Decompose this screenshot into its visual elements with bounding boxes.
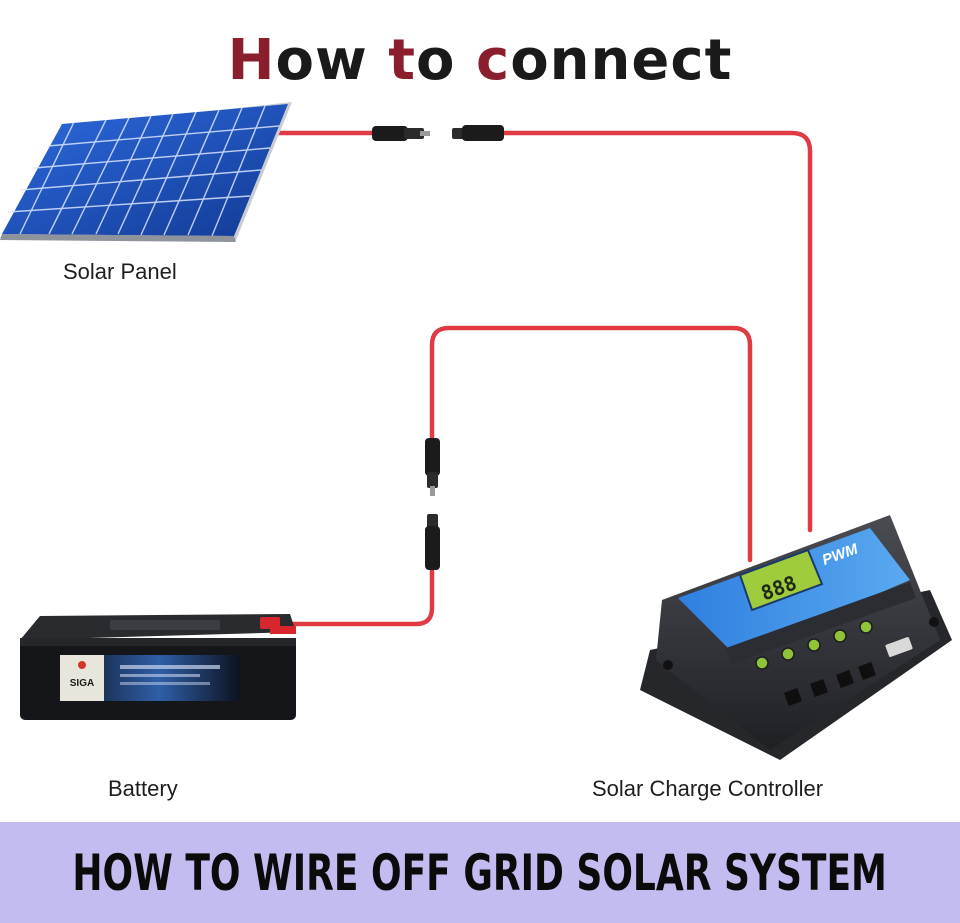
solar-panel-label: Solar Panel xyxy=(63,259,177,284)
charge-controller-icon: 888 PWM xyxy=(640,515,952,760)
battery-label: Battery xyxy=(108,776,178,801)
charge-controller-label: Solar Charge Controller xyxy=(592,776,824,801)
title-accent-letter: c xyxy=(475,28,511,93)
banner-text: HOW TO WIRE OFF GRID SOLAR SYSTEM xyxy=(72,843,888,902)
title-text-segment: ow xyxy=(275,28,389,93)
title-text-segment: o xyxy=(416,28,476,93)
battery-icon: SIGA xyxy=(20,614,296,720)
mc4-connector-icon xyxy=(425,514,440,570)
bottom-banner: HOW TO WIRE OFF GRID SOLAR SYSTEM xyxy=(0,822,960,923)
mc4-connector-icon xyxy=(452,125,504,141)
solar-panel-icon xyxy=(0,102,292,242)
wires xyxy=(265,130,813,627)
mc4-connector-icon xyxy=(425,438,440,496)
title-text-segment: onnect xyxy=(510,28,733,93)
controller-panel-wire xyxy=(499,130,813,533)
wiring-diagram: SIGA 888 PWM xyxy=(0,102,952,760)
battery-wire xyxy=(287,567,435,627)
title-accent-letter: H xyxy=(227,28,276,93)
title-accent-letter: t xyxy=(388,28,417,93)
controller-battery-wire xyxy=(429,325,753,563)
mc4-connector-icon xyxy=(372,126,430,141)
battery-brand-text: SIGA xyxy=(70,678,94,689)
diagram-title: How to connect xyxy=(0,28,960,93)
